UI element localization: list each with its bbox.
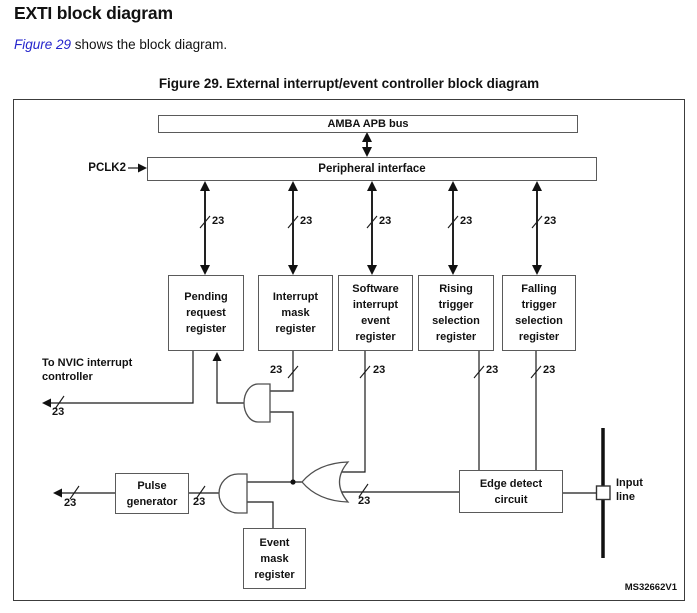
intro-text: shows the block diagram. [71,37,228,52]
event-mask-to-and2-wire [247,501,274,528]
falling-trigger-selection-register-box: Falling trigger selection register [502,275,576,351]
bus-width-label: 23 [64,497,77,509]
bus-width-label: 23 [358,495,371,507]
intro-paragraph: Figure 29 shows the block diagram. [14,37,227,52]
page-title: EXTI block diagram [14,3,173,23]
nvic-label: To NVIC interrupt controller [42,357,133,383]
interrupt-and-gate [243,383,271,423]
and1-to-pending-wire [216,356,244,404]
bus-arrows [204,137,538,269]
bus-width-label: 23 [193,496,206,508]
pending-request-register-box: Pending request register [168,275,244,351]
bus-width-label: 23 [460,215,473,227]
bus-width-label: 23 [373,364,386,376]
bus-width-label: 23 [543,364,556,376]
bus-width-label: 23 [52,406,65,418]
figure-border [13,99,685,601]
interrupt-mask-register-box: Interrupt mask register [258,275,333,351]
connection-lines [50,167,596,528]
event-mask-register-box: Event mask register [243,528,306,589]
bus-width-label: 23 [300,215,313,227]
bus-width-label: 23 [270,364,283,376]
pclk2-label: PCLK2 [88,162,126,174]
and1-to-pending-arrowhead [212,352,222,361]
software-interrupt-event-register-box: Software interrupt event register [338,275,413,351]
bus-width-label: 23 [486,364,499,376]
watermark: MS32662V1 [624,582,677,593]
event-and-gate [218,473,248,514]
pending-to-nvic-wire [50,351,194,404]
figure-caption: Figure 29. External interrupt/event cont… [158,76,540,91]
rising-trigger-selection-register-box: Rising trigger selection register [418,275,494,351]
figure-29-link[interactable]: Figure 29 [14,37,72,52]
or-gate [301,461,350,503]
edge-detect-circuit-box: Edge detect circuit [459,470,563,513]
imr-to-and1-wire [270,351,294,392]
amba-apb-bus-box: AMBA APB bus [158,115,578,133]
swier-to-or-wire [341,351,366,473]
bus-width-label: 23 [544,215,557,227]
pulse-out-arrowhead [53,488,62,498]
pulse-generator-box: Pulse generator [115,473,189,514]
input-line-label: Input line [616,477,643,503]
input-pad-square [595,485,611,501]
bus-width-label: 23 [379,215,392,227]
and1-lower-input-wire [270,411,294,482]
nvic-arrowhead [42,398,51,408]
logic-gates [218,383,350,514]
junction-dot [290,479,296,485]
arrowheads [42,132,542,498]
pclk2-arrowhead [138,163,147,173]
bus-width-label: 23 [212,215,225,227]
peripheral-interface-box: Peripheral interface [147,157,597,181]
